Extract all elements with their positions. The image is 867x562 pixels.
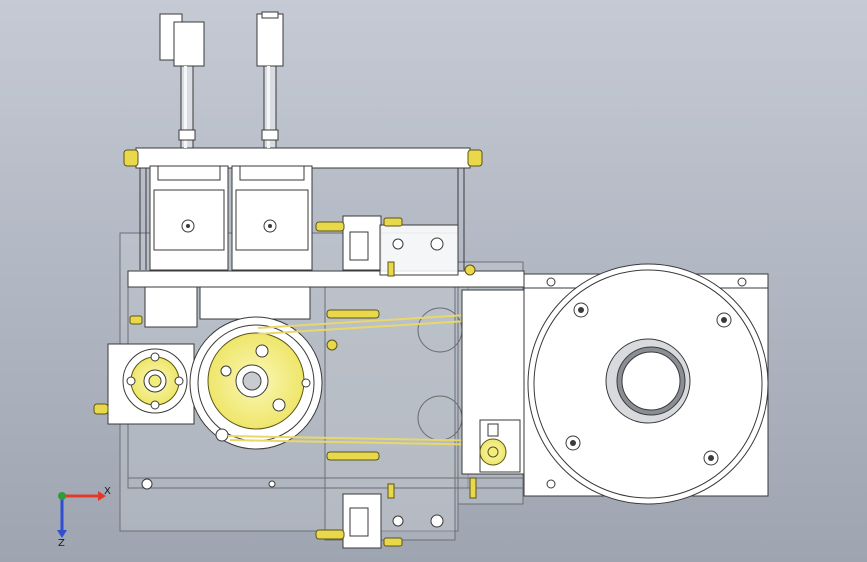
fastener-bolts <box>129 264 753 499</box>
left-vertical-rod <box>159 13 205 149</box>
large-turntable-disc <box>527 263 769 505</box>
main-drive-pulley <box>189 316 323 450</box>
base-holes <box>141 478 276 490</box>
small-drive-roller <box>122 348 188 414</box>
x-axis-label: X <box>104 486 111 497</box>
bearing-block-left <box>149 165 229 271</box>
y-axis-dot <box>58 492 66 500</box>
tensioner-block <box>461 289 525 475</box>
z-axis-label: Z <box>58 538 65 549</box>
right-vertical-rod <box>256 11 284 149</box>
coordinate-triad[interactable]: X Z <box>57 486 111 549</box>
bearing-block-right <box>231 165 313 271</box>
x-axis-arrowhead <box>98 491 106 501</box>
z-axis-arrowhead <box>57 530 67 538</box>
upper-slider-clamp <box>315 215 459 277</box>
lower-slider-clamp <box>315 483 444 549</box>
